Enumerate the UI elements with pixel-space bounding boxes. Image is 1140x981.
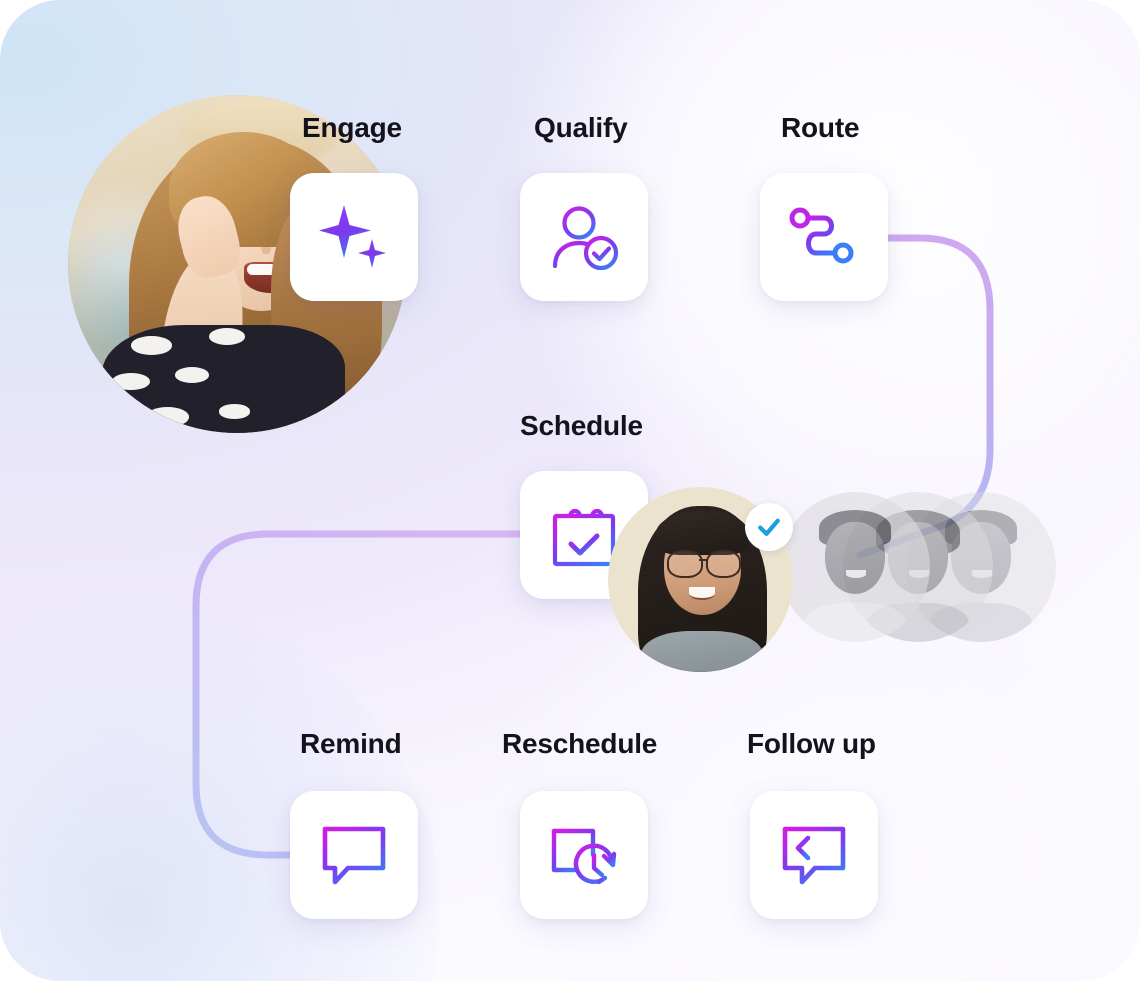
avatar-primary-glasses-right xyxy=(706,549,742,578)
step-card-qualify[interactable] xyxy=(520,173,648,301)
avatar-primary-glasses-bridge xyxy=(698,559,707,562)
avatar-2 xyxy=(780,492,930,642)
chat-arrow-left-icon xyxy=(782,826,846,885)
avatar-primary-glasses-left xyxy=(667,549,703,578)
step-label-route: Route xyxy=(781,112,860,143)
route-path-icon xyxy=(789,207,854,264)
avatar-primary-smile xyxy=(689,586,716,600)
step-card-route[interactable] xyxy=(760,173,888,301)
user-check-icon xyxy=(552,206,619,271)
avatar-primary-body xyxy=(641,631,764,672)
calendar-clock-icon xyxy=(551,828,617,885)
step-label-followup: Follow up xyxy=(747,728,876,759)
avatar-2-face xyxy=(825,522,885,594)
step-label-qualify: Qualify xyxy=(534,112,628,143)
hero-photo-teeth xyxy=(246,264,295,276)
calendar-check-icon xyxy=(552,508,616,567)
step-card-followup[interactable] xyxy=(750,791,878,919)
step-label-engage: Engage xyxy=(302,112,402,143)
step-card-engage[interactable] xyxy=(290,173,418,301)
verified-badge xyxy=(745,503,793,551)
step-card-remind[interactable] xyxy=(290,791,418,919)
chat-lines-icon xyxy=(322,826,386,885)
step-label-remind: Remind xyxy=(300,728,402,759)
hero-photo-dress xyxy=(101,324,346,433)
avatar-primary-hair-front xyxy=(656,511,749,556)
step-card-reschedule[interactable] xyxy=(520,791,648,919)
step-label-schedule: Schedule xyxy=(520,410,643,441)
avatar-2-body xyxy=(804,603,906,642)
step-label-reschedule: Reschedule xyxy=(502,728,658,759)
avatar-2-smile xyxy=(846,570,866,578)
check-icon xyxy=(758,518,780,536)
sparkle-icon xyxy=(319,205,386,268)
